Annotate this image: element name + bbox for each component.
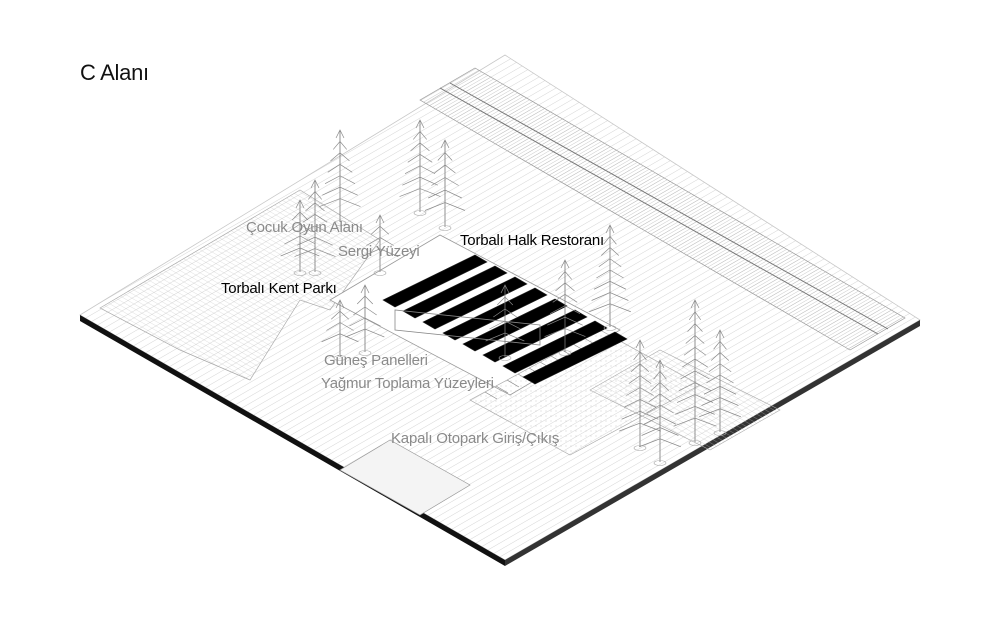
- label-gunes-panelleri: Güneş Panelleri: [324, 352, 428, 369]
- tree-icon: [319, 129, 361, 226]
- tree-icon: [699, 329, 741, 436]
- tree-icon: [485, 284, 525, 361]
- solar-panel-strip: [422, 276, 528, 330]
- tree-icon: [321, 299, 359, 361]
- tree-icon: [345, 284, 385, 356]
- tree-icon: [544, 259, 586, 356]
- solar-panel-strip: [442, 287, 548, 341]
- solar-panel-strip: [402, 265, 508, 319]
- tree-icon: [399, 119, 441, 216]
- solar-panel-strip: [522, 331, 628, 385]
- label-kent-parki: Torbalı Kent Parkı: [221, 280, 337, 297]
- tree-icon: [361, 214, 399, 276]
- tree-icon: [294, 179, 336, 276]
- solar-panel-strip: [502, 320, 608, 374]
- tree-icon: [280, 199, 320, 276]
- tree-icon: [639, 359, 681, 466]
- park-area: [99, 189, 381, 381]
- label-sergi-yuzeyi: Sergi Yüzeyi: [338, 243, 420, 260]
- building-facade: [394, 309, 541, 346]
- label-kapali-otopark: Kapalı Otopark Giriş/Çıkış: [391, 430, 560, 447]
- tree-group: [280, 119, 741, 466]
- label-yagmur-toplama: Yağmur Toplama Yüzeyleri: [321, 375, 494, 392]
- tree-icon: [589, 224, 631, 331]
- parking-entrance-ramp: [339, 439, 471, 516]
- solar-panel-strip: [482, 309, 588, 363]
- tree-icon: [619, 339, 661, 451]
- solar-panel-strip: [382, 254, 488, 308]
- road-band: [419, 67, 906, 351]
- label-halk-restorani: Torbalı Halk Restoranı: [460, 232, 604, 249]
- solar-panel-strip: [462, 298, 568, 352]
- page-title: C Alanı: [80, 60, 149, 85]
- solar-panel-roof: [382, 254, 628, 385]
- tree-icon: [673, 299, 717, 446]
- label-cocuk-oyun-alani: Çocuk Oyun Alanı: [246, 219, 363, 236]
- green-area-right: [589, 349, 781, 451]
- tree-icon: [424, 139, 466, 231]
